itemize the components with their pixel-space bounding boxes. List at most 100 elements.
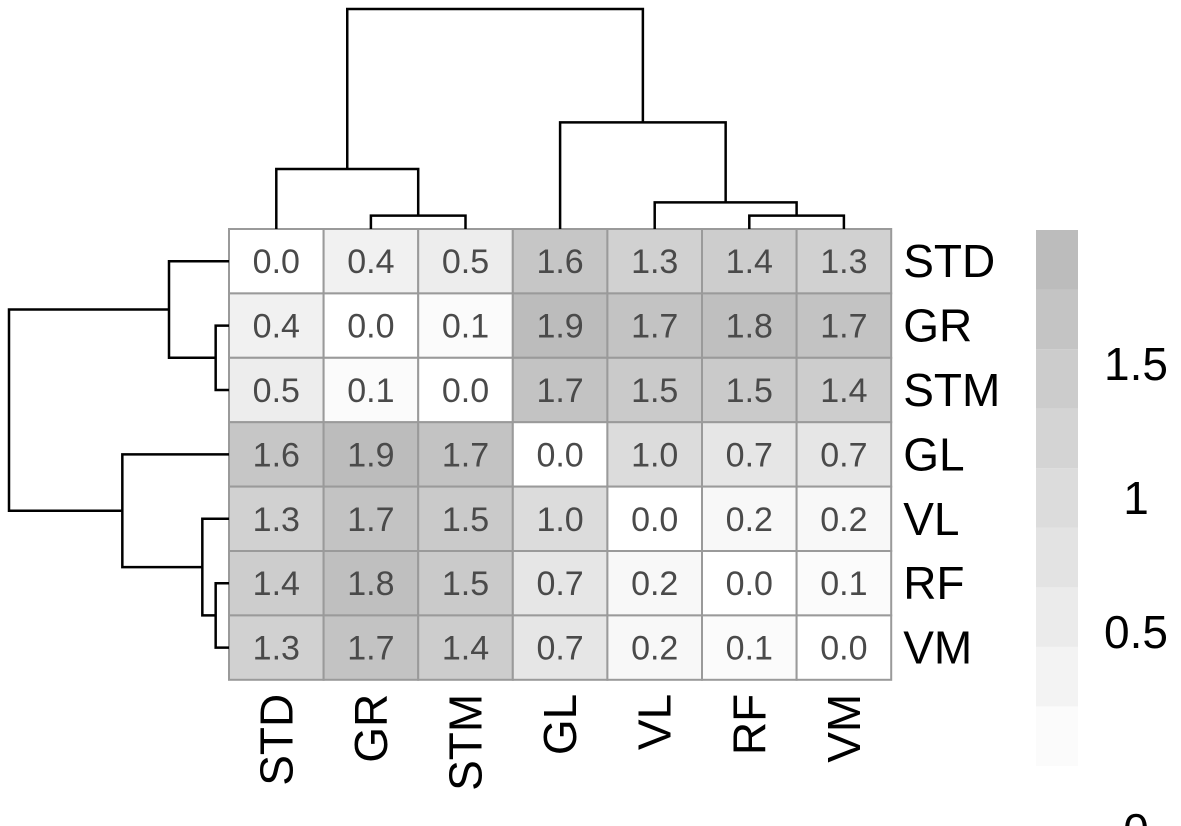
cell-value-label: 0.2 [820,501,867,539]
heatmap-cell [228,421,325,488]
legend-color-step [1036,706,1078,766]
heatmap-cell [795,550,893,617]
row-label: GR [903,300,972,352]
cell-value-label: 1.7 [820,308,867,346]
legend-color-step [1036,289,1078,350]
color-legend: 1.5 1 0.5 0 [1036,230,1168,826]
cell-value-label: 0.0 [631,501,678,539]
cell-value-label: 1.7 [347,501,394,539]
cell-value-label: 1.7 [442,436,489,474]
heatmap-cell [606,614,704,681]
cell-value-label: 1.3 [820,243,867,281]
cell-value-label: 0.4 [253,308,300,346]
cell-value-label: 0.1 [347,372,394,410]
heatmap-cell [417,292,514,359]
cell-value-label: 0.0 [726,565,773,603]
cell-value-label: 0.1 [820,565,867,603]
cell-value-label: 1.9 [347,436,394,474]
row-label: VM [903,622,972,674]
cell-value-label: 1.4 [442,630,489,668]
legend-color-step [1036,468,1078,528]
heatmap-cell [322,550,420,617]
legend-color-step [1036,408,1078,469]
cell-value-label: 1.7 [347,630,394,668]
dendrogram-branch [121,453,229,569]
cell-value-label: 1.7 [536,372,583,410]
cell-value-label: 1.3 [253,630,300,668]
heatmap-cell [795,292,893,359]
cell-value-label: 1.6 [536,243,583,281]
cell-value-label: 0.0 [820,630,867,668]
row-label: VL [903,493,959,545]
heatmap-cell [606,550,704,617]
dendrogram-branch [558,121,727,229]
heatmap-cell [322,356,420,424]
legend-tick-label: 0 [1123,804,1149,826]
cell-value-label: 1.4 [726,243,773,281]
cell-value-label: 0.0 [347,308,394,346]
dendrogram-branch [369,214,467,229]
column-dendrogram [275,7,846,229]
column-label: STM [440,694,492,791]
dendrogram-branch [7,308,169,512]
cell-value-label: 1.8 [347,565,394,603]
cell-value-label: 1.5 [726,372,773,410]
legend-color-step [1036,349,1078,409]
row-label: STM [903,364,1000,416]
cell-value-label: 0.1 [442,308,489,346]
cell-value-label: 0.1 [726,630,773,668]
cell-value-label: 1.6 [253,436,300,474]
legend-tick-label: 1 [1123,472,1149,524]
cell-value-label: 1.7 [631,308,678,346]
legend-tick-label: 0.5 [1104,606,1168,658]
cell-value-label: 0.2 [631,630,678,668]
heatmap-cell [417,614,514,681]
legend-color-step [1036,587,1078,647]
heatmap-cell [701,356,798,424]
cell-value-label: 1.9 [536,308,583,346]
heatmap-cell [228,485,325,553]
cell-value-label: 1.5 [631,372,678,410]
heatmap-cell [701,228,798,295]
column-label: RF [723,694,775,755]
heatmap-cell [511,356,609,424]
heatmap-cell [606,292,704,359]
cell-value-label: 0.7 [820,436,867,474]
cell-value-label: 0.2 [631,565,678,603]
column-label: GL [534,694,586,755]
cell-value-label: 0.2 [726,501,773,539]
column-label: GR [345,694,397,763]
cell-value-label: 1.0 [536,501,583,539]
legend-color-step [1036,646,1078,707]
row-dendrogram [7,259,229,649]
cell-value-label: 0.0 [442,372,489,410]
dendrogram-branch [275,167,420,229]
column-label: VM [818,694,870,763]
legend-tick-label: 1.5 [1104,338,1168,390]
heatmap-cell [701,614,798,681]
cell-value-label: 0.7 [726,436,773,474]
heatmap-cell [795,614,893,681]
dendrogram-branch [214,581,229,649]
heatmap-cell [322,421,420,488]
cell-value-label: 0.0 [253,243,300,281]
cell-value-label: 1.3 [253,501,300,539]
cell-value-label: 1.4 [253,565,300,603]
cell-value-label: 0.5 [253,372,300,410]
column-label: STD [250,694,302,786]
cell-value-label: 1.4 [820,372,867,410]
heatmap-cell [417,485,514,553]
cell-value-label: 1.5 [442,565,489,603]
cell-value-label: 1.3 [631,243,678,281]
heatmap-cell [701,421,798,488]
heatmap-cell [322,228,420,295]
heatmap-cell [606,356,704,424]
heatmap-cell [511,614,609,681]
cell-value-label: 1.5 [442,501,489,539]
legend-color-step [1036,230,1078,290]
cell-value-label: 0.0 [536,436,583,474]
row-label: GL [903,428,964,480]
